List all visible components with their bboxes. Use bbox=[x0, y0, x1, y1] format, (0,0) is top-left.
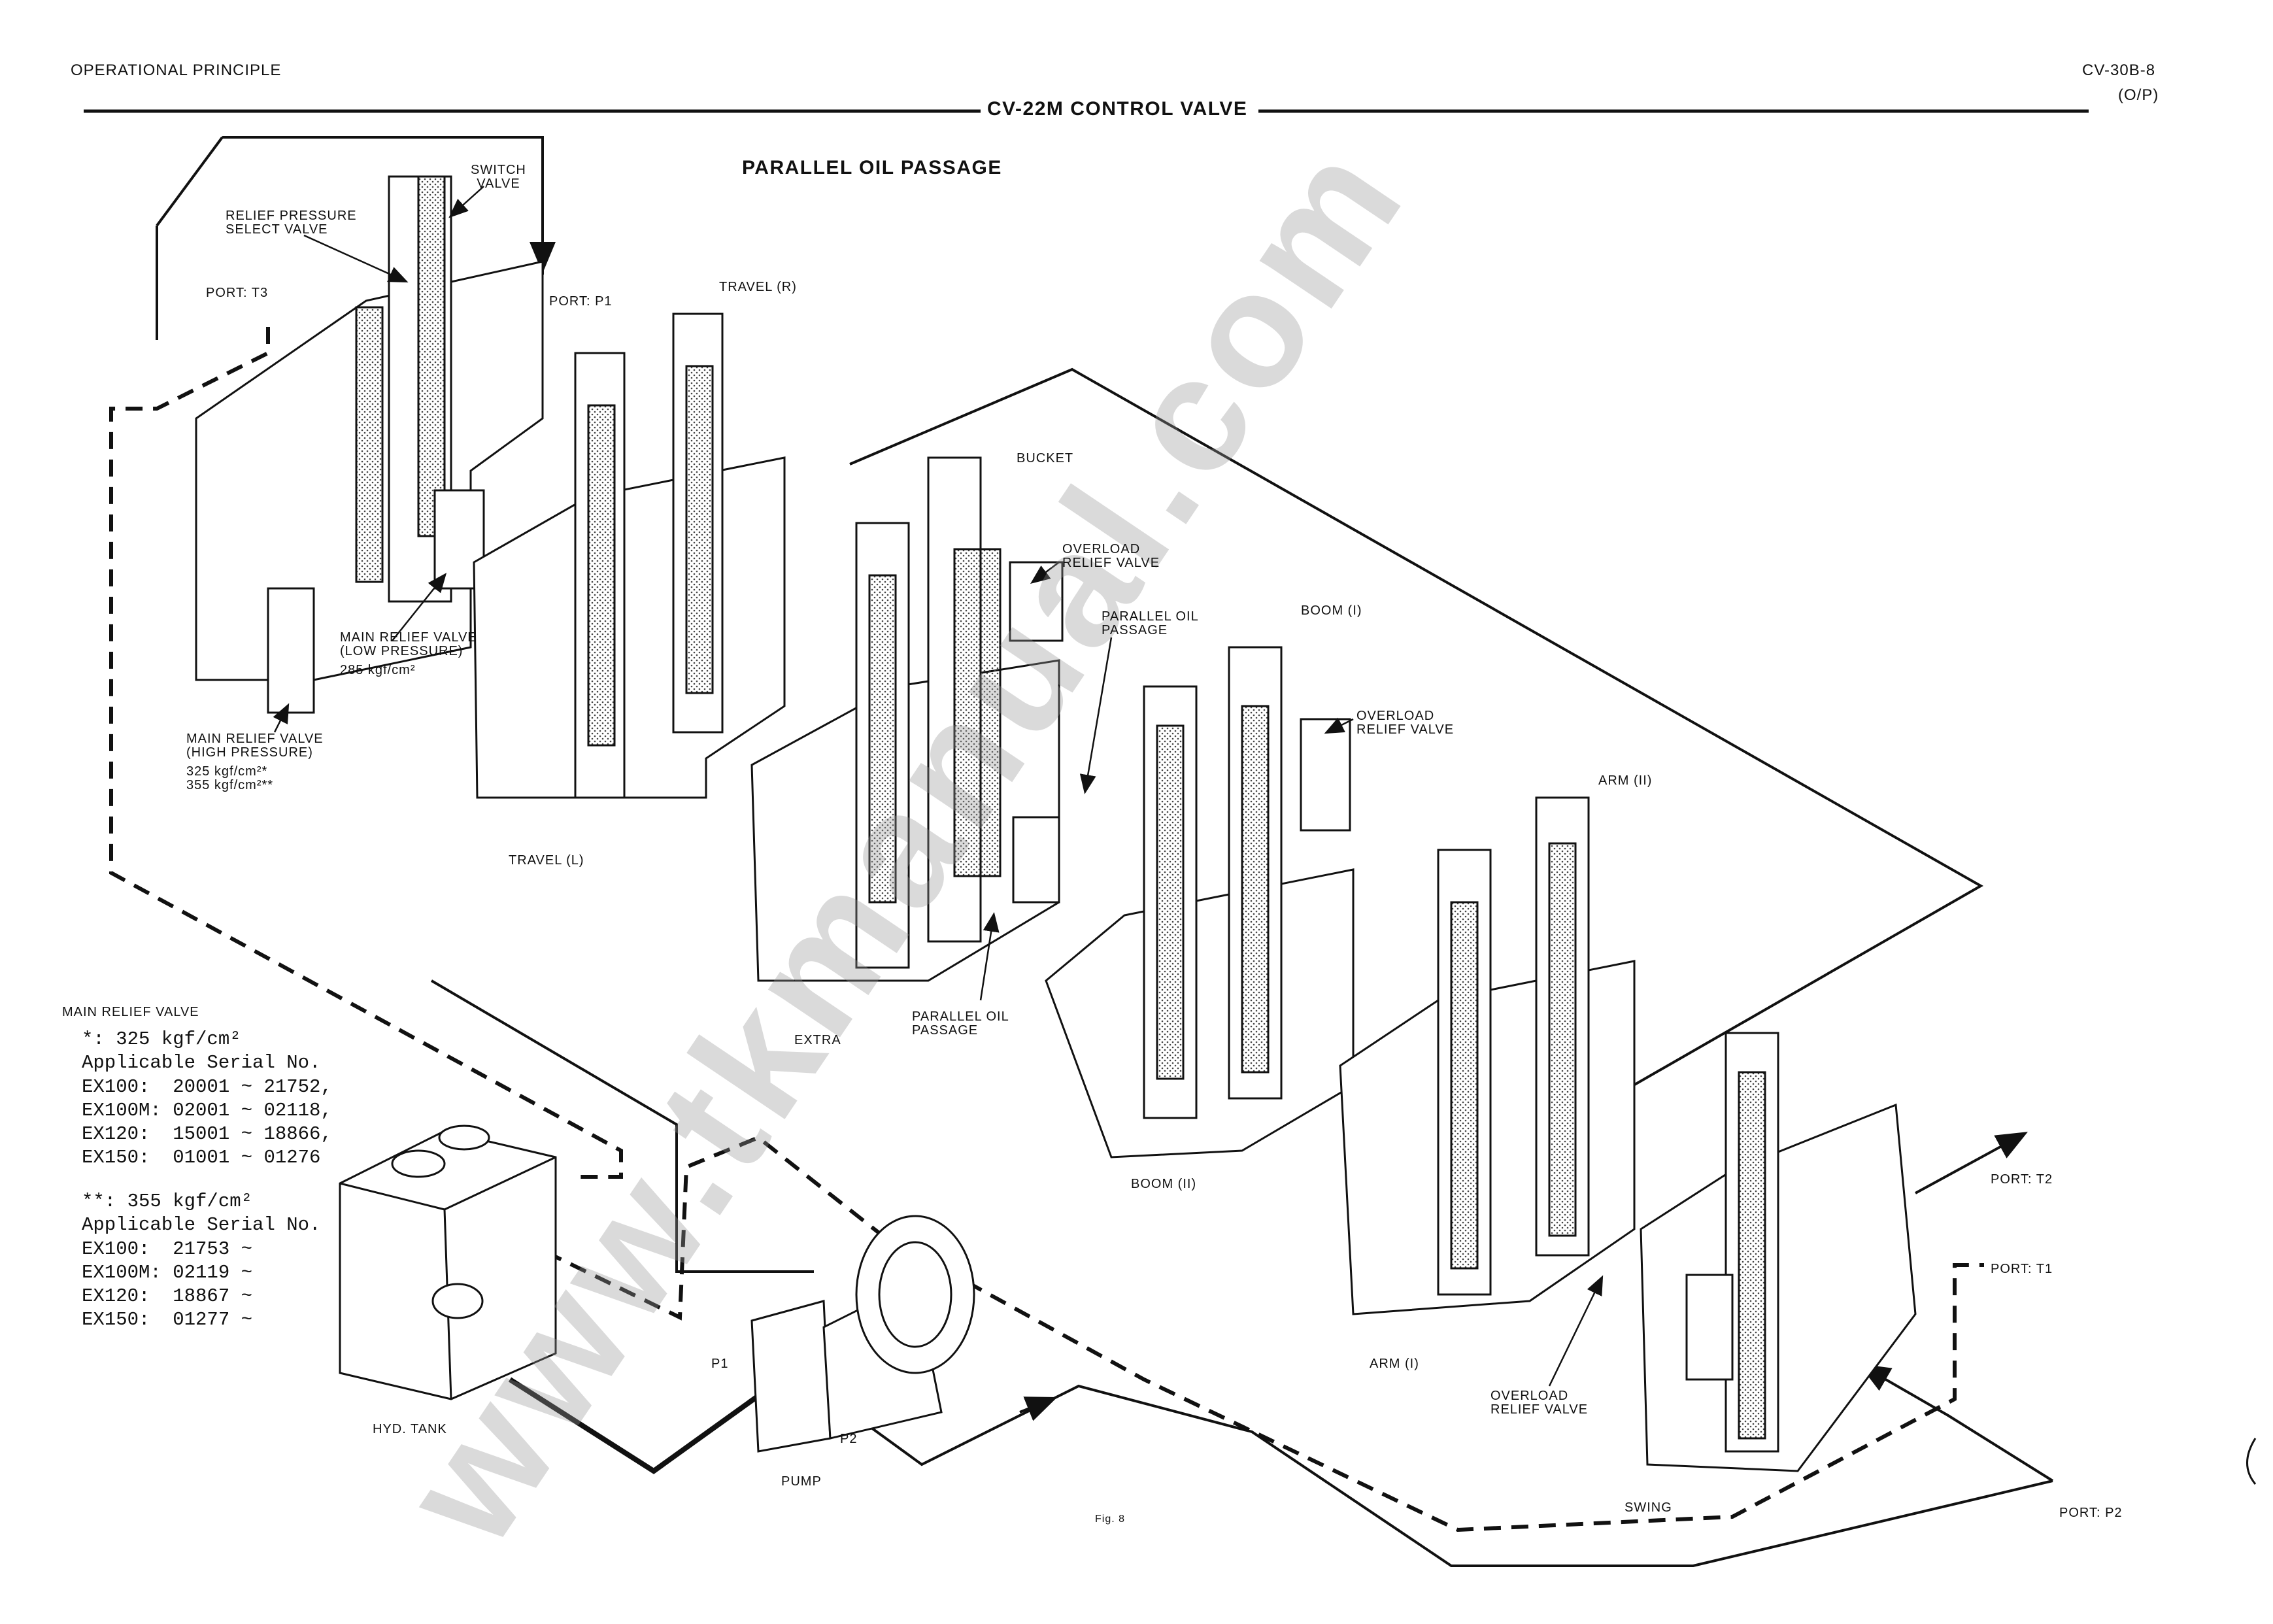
return-line-left bbox=[109, 327, 623, 1179]
label-bucket: BUCKET bbox=[1017, 451, 1074, 465]
hydraulic-tank bbox=[339, 1125, 557, 1400]
p2-port-line bbox=[1859, 1364, 2054, 1482]
label-boom-2: BOOM (II) bbox=[1131, 1177, 1197, 1191]
label-port-t1: PORT: T1 bbox=[1991, 1262, 2053, 1276]
label-travel-r: TRAVEL (R) bbox=[719, 280, 797, 294]
suction-line bbox=[508, 1377, 760, 1474]
label-port-p2: PORT: P2 bbox=[2059, 1506, 2123, 1520]
label-port-p1: PORT: P1 bbox=[549, 294, 613, 309]
label-swing: SWING bbox=[1625, 1500, 1672, 1515]
label-extra: EXTRA bbox=[794, 1033, 841, 1047]
section-heading: OPERATIONAL PRINCIPLE bbox=[71, 61, 282, 79]
parallel-passage-outline bbox=[849, 367, 1984, 1090]
label-main-relief-high: MAIN RELIEF VALVE(HIGH PRESSURE)325 kgf/… bbox=[186, 732, 324, 792]
label-port-t3: PORT: T3 bbox=[206, 286, 269, 300]
page-sub-code: (O/P) bbox=[2118, 86, 2159, 104]
pump bbox=[750, 1215, 975, 1453]
extra-bucket-section-body bbox=[750, 456, 1064, 982]
label-arm-1: ARM (I) bbox=[1370, 1357, 1419, 1371]
travel-section-body bbox=[473, 313, 786, 799]
label-p1: P1 bbox=[711, 1357, 729, 1371]
label-port-t2: PORT: T2 bbox=[1991, 1172, 2053, 1187]
label-pump: PUMP bbox=[781, 1474, 822, 1489]
label-travel-l: TRAVEL (L) bbox=[509, 853, 584, 868]
page-title: CV-22M CONTROL VALVE bbox=[987, 98, 1248, 120]
p1-supply-line bbox=[430, 979, 814, 1273]
note-heading: MAIN RELIEF VALVE bbox=[62, 1005, 199, 1019]
label-main-relief-low: MAIN RELIEF VALVE(LOW PRESSURE)285 kgf/c… bbox=[340, 630, 477, 677]
boom-section-body bbox=[1045, 646, 1355, 1159]
leader-lines bbox=[273, 186, 1604, 1387]
label-arm-2: ARM (II) bbox=[1598, 773, 1653, 788]
arm-section-body bbox=[1339, 796, 1636, 1315]
p2-arrow bbox=[1019, 1396, 1058, 1421]
note-serial-355: **: 355 kgf/cm² Applicable Serial No. EX… bbox=[82, 1191, 321, 1331]
t2-port-line bbox=[1915, 1132, 2029, 1194]
figure-caption: Fig. 8 bbox=[1095, 1514, 1126, 1525]
label-p2: P2 bbox=[840, 1432, 858, 1446]
swing-section-body bbox=[1640, 1032, 1917, 1472]
label-boom-1: BOOM (I) bbox=[1301, 603, 1362, 618]
margin-bracket bbox=[2246, 1438, 2257, 1485]
return-line-right bbox=[545, 1135, 1984, 1532]
diagram-title: PARALLEL OIL PASSAGE bbox=[742, 157, 1002, 178]
page-code: CV-30B-8 bbox=[2082, 61, 2156, 79]
label-hyd-tank: HYD. TANK bbox=[373, 1422, 447, 1436]
relief-section-body bbox=[195, 175, 544, 714]
p2-supply-line bbox=[849, 1384, 2053, 1567]
note-serial-325: *: 325 kgf/cm² Applicable Serial No. EX1… bbox=[82, 1028, 332, 1169]
